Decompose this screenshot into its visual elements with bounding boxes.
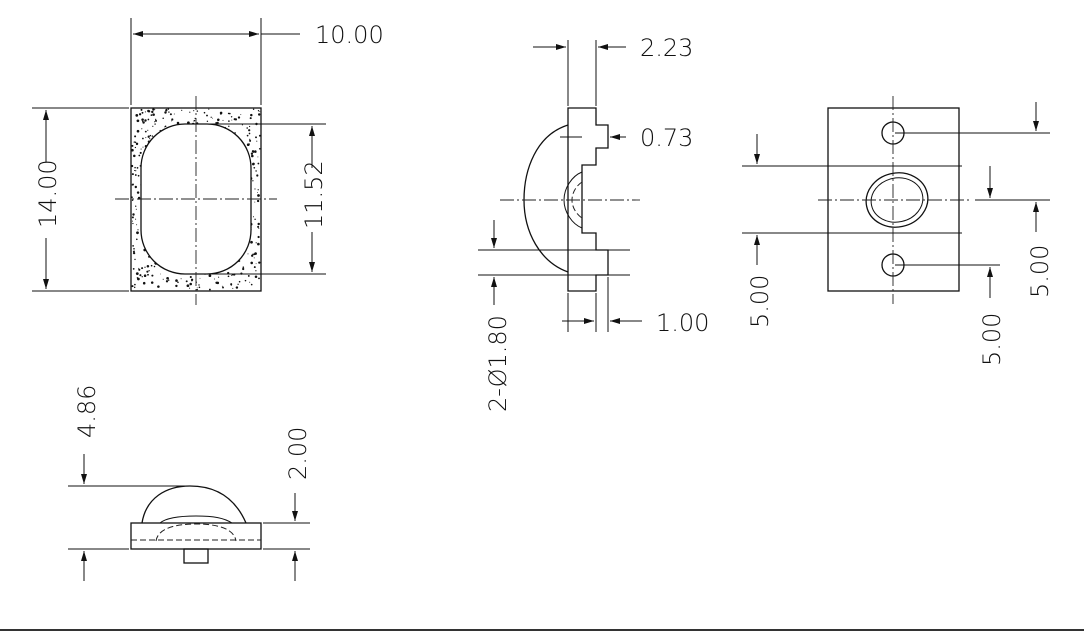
dim-step: 0.73	[560, 124, 693, 152]
dim-pitch-left: 5.00	[742, 134, 962, 328]
dim-step-label: 0.73	[640, 124, 693, 152]
bottom-base	[130, 522, 262, 550]
dim-holes: 2-Ø1.80	[478, 220, 630, 412]
bottom-lens-hidden	[155, 523, 237, 542]
dim-base-height: 2.00	[263, 427, 312, 581]
dim-holes-label: 2-Ø1.80	[484, 315, 512, 412]
side-inner-lens	[563, 171, 583, 229]
rear-view	[818, 96, 970, 304]
side-body	[567, 107, 609, 292]
bottom-lens-inner	[159, 515, 233, 524]
front-view	[115, 96, 277, 305]
dim-pitch-mid-label: 5.00	[978, 313, 1006, 366]
dim-base-height-label: 2.00	[284, 427, 312, 480]
dim-thickness: 2.23	[533, 34, 693, 62]
dim-lens-height: 4.86	[68, 385, 188, 581]
dim-width-label: 10.00	[315, 21, 384, 49]
bottom-lens-profile	[141, 485, 247, 524]
dim-width: 10.00	[130, 18, 384, 105]
dim-window-label: 11.52	[300, 160, 328, 229]
dim-pitch-right: 5.00	[895, 102, 1054, 298]
dim-base-label: 1.00	[656, 309, 709, 337]
side-view	[500, 40, 640, 332]
bottom-pin	[183, 548, 209, 564]
bottom-view	[130, 485, 262, 564]
dim-height-label: 14.00	[34, 159, 62, 228]
rear-lens-inner	[870, 177, 924, 223]
dim-height: 14.00	[32, 107, 129, 292]
dim-thickness-label: 2.23	[640, 34, 693, 62]
dim-pitch-right-label: 5.00	[1026, 245, 1054, 298]
dim-pitch-mid: 5.00	[895, 166, 1006, 366]
rear-outline	[827, 107, 960, 292]
dim-pitch-left-label: 5.00	[746, 275, 774, 328]
rear-lens-outer	[865, 172, 929, 228]
dim-window: 11.52	[200, 123, 328, 275]
dim-lens-height-label: 4.86	[73, 385, 101, 438]
dim-base: 1.00	[562, 309, 709, 337]
